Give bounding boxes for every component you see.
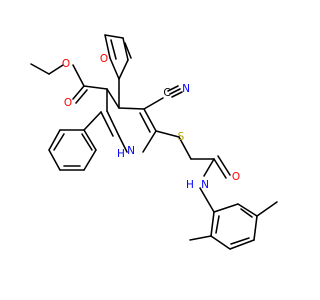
phenyl-double-1 bbox=[53, 133, 65, 151]
ring-bond-4 bbox=[142, 130, 157, 153]
furan-bond-3 bbox=[122, 37, 129, 61]
phenyl-double-3 bbox=[81, 133, 93, 151]
ring-nitrogen-label: N bbox=[127, 145, 135, 157]
phenyl-bond-3 bbox=[48, 149, 61, 171]
atom-labels: O O O O N H C N S N H bbox=[62, 53, 240, 191]
ester-carbonyl-oxygen-label: O bbox=[64, 97, 72, 109]
amide-cn-bond bbox=[203, 158, 215, 177]
phenyl-bond-2 bbox=[48, 129, 61, 151]
ethyl-bond-2 bbox=[48, 64, 64, 75]
furan-bond-7 bbox=[124, 42, 132, 59]
ring-bond-1 bbox=[106, 88, 120, 109]
ring-bond-3b bbox=[139, 112, 151, 133]
amide-oxygen-label: O bbox=[232, 171, 240, 183]
methyl-top-right bbox=[256, 201, 278, 217]
phenyl-bond-5 bbox=[83, 149, 97, 171]
s-ch2-bond bbox=[178, 136, 192, 160]
furan-bond-4 bbox=[104, 34, 124, 39]
amide-co-bond-a bbox=[213, 158, 227, 179]
sulfur-label: S bbox=[178, 131, 185, 143]
ring-bond-2 bbox=[118, 107, 145, 110]
nitrile-bond bbox=[143, 97, 164, 110]
nitrile-triple-3 bbox=[167, 85, 179, 92]
carbonyl-c-o-bond-b bbox=[75, 89, 88, 104]
ring-bond-6b bbox=[100, 111, 114, 137]
aryl-bond-6 bbox=[210, 211, 215, 237]
phenyl-bond-6 bbox=[83, 129, 97, 151]
aryl-double-1 bbox=[240, 208, 253, 218]
amide-nitrogen-label: N bbox=[201, 179, 209, 191]
furan-bond-5 bbox=[104, 34, 111, 59]
amide-co-bond-b bbox=[217, 155, 231, 176]
aryl-bond-4 bbox=[229, 239, 255, 250]
aryl-bond-1 bbox=[213, 203, 239, 213]
aryl-double-2 bbox=[230, 237, 250, 245]
aryl-bond-5 bbox=[210, 235, 231, 250]
bond-layer bbox=[30, 34, 278, 250]
phenyl-link-bond bbox=[83, 111, 102, 131]
methyl-bottom-left bbox=[189, 235, 212, 241]
carbonyl-c-o-bond-a bbox=[72, 85, 85, 100]
aryl-bond-2 bbox=[237, 203, 258, 217]
amide-hydrogen-label: H bbox=[186, 179, 194, 191]
amide-n-aryl-bond bbox=[199, 187, 215, 213]
ring-bond-5 bbox=[118, 135, 128, 153]
furan-bond-6 bbox=[110, 39, 117, 60]
nitrile-carbon-label: C bbox=[163, 87, 170, 99]
ester-oxygen-left-label: O bbox=[62, 58, 70, 70]
molecule-canvas: O O O O N H C N S N H bbox=[30, 34, 278, 250]
furan-oxygen-label: O bbox=[100, 53, 108, 65]
ring-bond-3 bbox=[143, 108, 157, 132]
ring-bond-6 bbox=[106, 110, 120, 137]
furan-bond-1 bbox=[109, 57, 120, 80]
aryl-double-3 bbox=[215, 215, 220, 234]
ester-o-c-bond bbox=[72, 64, 85, 87]
ethyl-bond-1 bbox=[30, 63, 50, 75]
molecule-structure: O O O O N H C N S N H bbox=[30, 34, 278, 250]
furan-bond-2 bbox=[118, 59, 129, 80]
nitrile-triple-2 bbox=[171, 91, 183, 98]
nitrile-nitrogen-label: N bbox=[182, 83, 190, 95]
nitrile-triple-1 bbox=[169, 88, 181, 95]
aryl-bond-3 bbox=[253, 215, 258, 241]
ester-ring-bond bbox=[83, 85, 108, 90]
ring-s-bond bbox=[155, 130, 180, 138]
ring-hydrogen-label: H bbox=[117, 148, 125, 160]
